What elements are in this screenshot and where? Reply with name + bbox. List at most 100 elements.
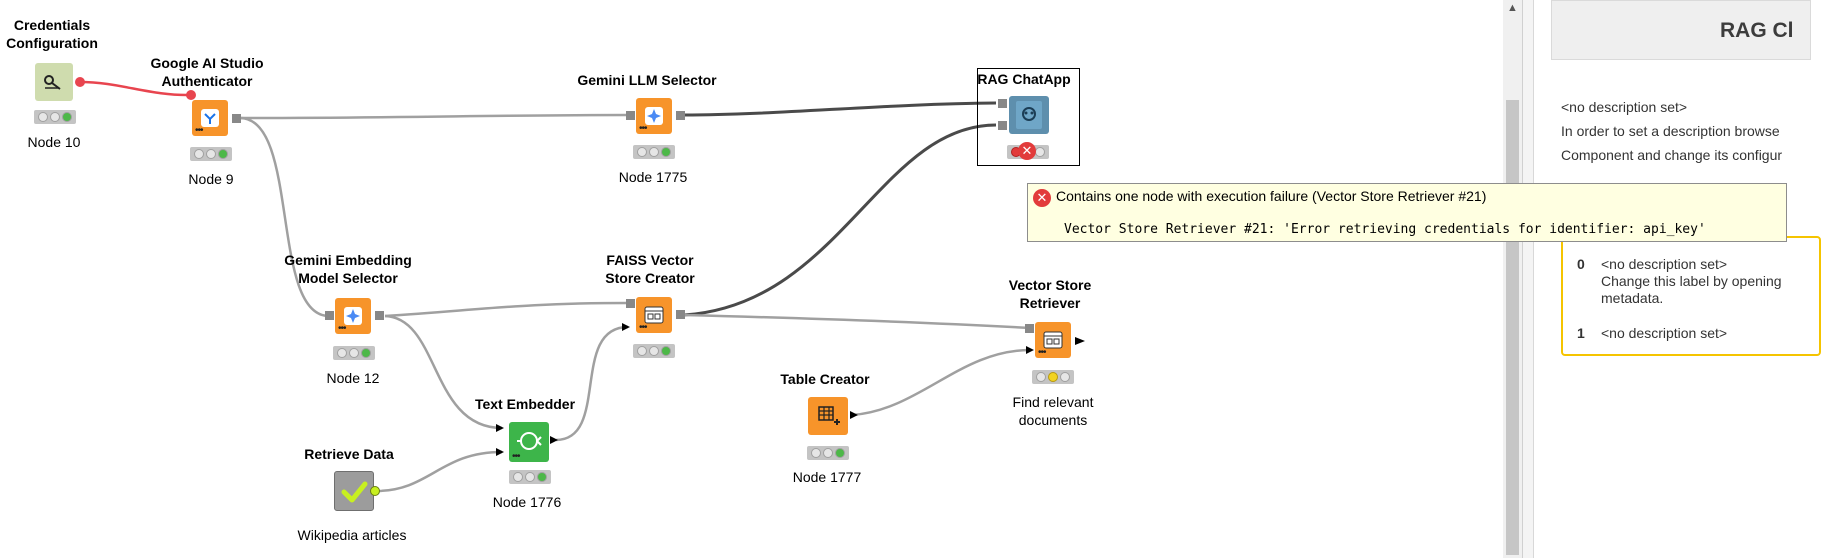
tooltip-message: Contains one node with execution failure…: [1056, 188, 1487, 204]
faiss-in-port[interactable]: [626, 299, 635, 308]
wire-retrieve-embedder: [375, 450, 503, 493]
scroll-up-icon[interactable]: ▲: [1507, 2, 1518, 14]
error-tooltip: ✕ Contains one node with execution failu…: [1027, 183, 1787, 242]
node-label-authenticator: Node 9: [188, 171, 234, 187]
credential-port-in: [186, 90, 196, 100]
wire-embedding-embedder: [384, 314, 503, 430]
arrow-retriever-out: [1075, 337, 1085, 345]
panel-title: RAG Cl: [1720, 19, 1794, 42]
node-title-embedding-selector-line1: Gemini Embedding: [284, 252, 412, 268]
chatapp-node[interactable]: [1009, 96, 1049, 134]
node-title-authenticator-line1: Google AI Studio: [150, 55, 264, 71]
node-label-embedding-selector: Node 12: [326, 370, 380, 386]
credentials-node[interactable]: [35, 63, 73, 101]
faiss-node[interactable]: •••: [636, 297, 672, 333]
panel-header: RAG Cl: [1551, 0, 1811, 60]
chatapp-icon: [1016, 101, 1042, 129]
arrow-retriever-in: [1026, 346, 1034, 354]
node-title-authenticator: Google AI Studio Authenticator: [150, 54, 263, 90]
gemini-icon: [344, 307, 362, 325]
vector-retriever-node[interactable]: •••: [1035, 322, 1071, 358]
llm-selector-status: [633, 145, 675, 159]
panel-no-description: <no description set>: [1561, 99, 1688, 115]
node-label-vector-retriever-line2: documents: [1018, 412, 1088, 428]
node-title-vector-retriever-line2: Retriever: [1019, 295, 1081, 311]
authenticator-out-port[interactable]: [232, 114, 241, 123]
connection-layer: [75, 77, 1085, 493]
table-creator-status: [807, 446, 849, 460]
wire-table-retriever: [851, 348, 1031, 417]
vector-retriever-in-port[interactable]: [1025, 324, 1034, 333]
node-title-vector-retriever: Vector Store Retriever: [1009, 276, 1091, 312]
scrollbar-thumb[interactable]: [1506, 100, 1519, 555]
wire-auth-llm: [239, 113, 629, 120]
node-title-authenticator-line2: Authenticator: [161, 73, 253, 89]
port-index-1: 1: [1577, 325, 1585, 341]
authenticator-status: [190, 147, 232, 161]
port-hint-0-line1: Change this label by opening: [1601, 273, 1782, 289]
text-embedder-status: [509, 470, 551, 484]
authenticator-node[interactable]: •••: [192, 100, 228, 136]
node-title-chatapp: RAG ChatApp: [977, 71, 1071, 87]
node-label-retrieve-data: Wikipedia articles: [297, 527, 407, 543]
error-icon[interactable]: ✕: [1018, 142, 1036, 160]
node-label-llm-selector: Node 1775: [618, 169, 688, 185]
canvas-scrollbar[interactable]: ▲: [1503, 0, 1522, 558]
embedder-icon: [517, 432, 542, 450]
vector-store-icon: [644, 306, 664, 324]
checkmark-icon: [341, 481, 368, 503]
node-label-vector-retriever-line1: Find relevant: [1012, 394, 1094, 410]
gemini-icon: [645, 107, 663, 125]
arrow-table-out: [850, 411, 858, 419]
embedding-selector-status: [333, 346, 375, 360]
description-panel: RAG Cl <no description set> In order to …: [1522, 0, 1821, 558]
node-title-faiss: FAISS Vector Store Creator: [605, 251, 694, 287]
chatapp-selection-box: [977, 68, 1080, 166]
ai-studio-icon: [201, 109, 219, 127]
text-embedder-node[interactable]: •••: [509, 422, 549, 462]
llm-selector-node[interactable]: •••: [636, 98, 672, 134]
arrow-embedder-in2: [496, 448, 504, 456]
llm-selector-out-port[interactable]: [676, 111, 685, 120]
credential-port-out: [75, 77, 85, 87]
node-title-faiss-line1: FAISS Vector: [606, 252, 694, 268]
panel-splitter[interactable]: [1523, 0, 1534, 558]
faiss-out-port[interactable]: [676, 310, 685, 319]
node-label-text-embedder: Node 1776: [492, 494, 562, 510]
table-creator-node[interactable]: [808, 397, 848, 435]
embedding-selector-out-port[interactable]: [375, 311, 384, 320]
node-title-credentials-line1: Credentials: [13, 17, 91, 33]
node-title-credentials-line2: Configuration: [6, 35, 98, 51]
ports-section: 0 <no description set> Change this label…: [1561, 236, 1821, 356]
node-title-retrieve-data: Retrieve Data: [304, 446, 394, 462]
retrieve-data-out-port[interactable]: [370, 486, 380, 496]
chatapp-in-port-1[interactable]: [998, 99, 1007, 108]
llm-selector-in-port[interactable]: [626, 111, 635, 120]
port-hint-0-line2: metadata.: [1601, 290, 1664, 306]
wire-embedder-faiss: [555, 325, 629, 442]
wire-embedding-faiss: [384, 301, 629, 318]
arrow-faiss-in: [622, 323, 630, 331]
node-title-text-embedder: Text Embedder: [474, 396, 576, 412]
retrieve-data-node[interactable]: [334, 471, 374, 511]
chatapp-in-port-2[interactable]: [998, 121, 1007, 130]
credentials-icon: [44, 75, 61, 90]
error-icon: ✕: [1033, 189, 1051, 207]
panel-hint-line2: Component and change its configur: [1561, 147, 1783, 163]
credentials-status: [34, 110, 76, 124]
node-title-embedding-selector: Gemini Embedding Model Selector: [284, 251, 412, 287]
wire-faiss-chatapp: [683, 123, 997, 317]
node-title-faiss-line2: Store Creator: [605, 270, 695, 286]
node-title-credentials: Credentials Configuration: [6, 16, 98, 52]
faiss-status: [633, 344, 675, 358]
node-title-embedding-selector-line2: Model Selector: [298, 270, 398, 286]
vector-store-icon: [1043, 331, 1063, 349]
wire-credentials-auth: [79, 80, 192, 97]
wire-faiss-retriever: [683, 313, 1031, 330]
vector-retriever-status: [1032, 370, 1074, 384]
embedding-selector-node[interactable]: •••: [335, 298, 371, 334]
wire-llm-chatapp: [683, 101, 997, 117]
port-desc-0: <no description set>: [1601, 256, 1728, 272]
embedding-selector-in-port[interactable]: [325, 311, 334, 320]
